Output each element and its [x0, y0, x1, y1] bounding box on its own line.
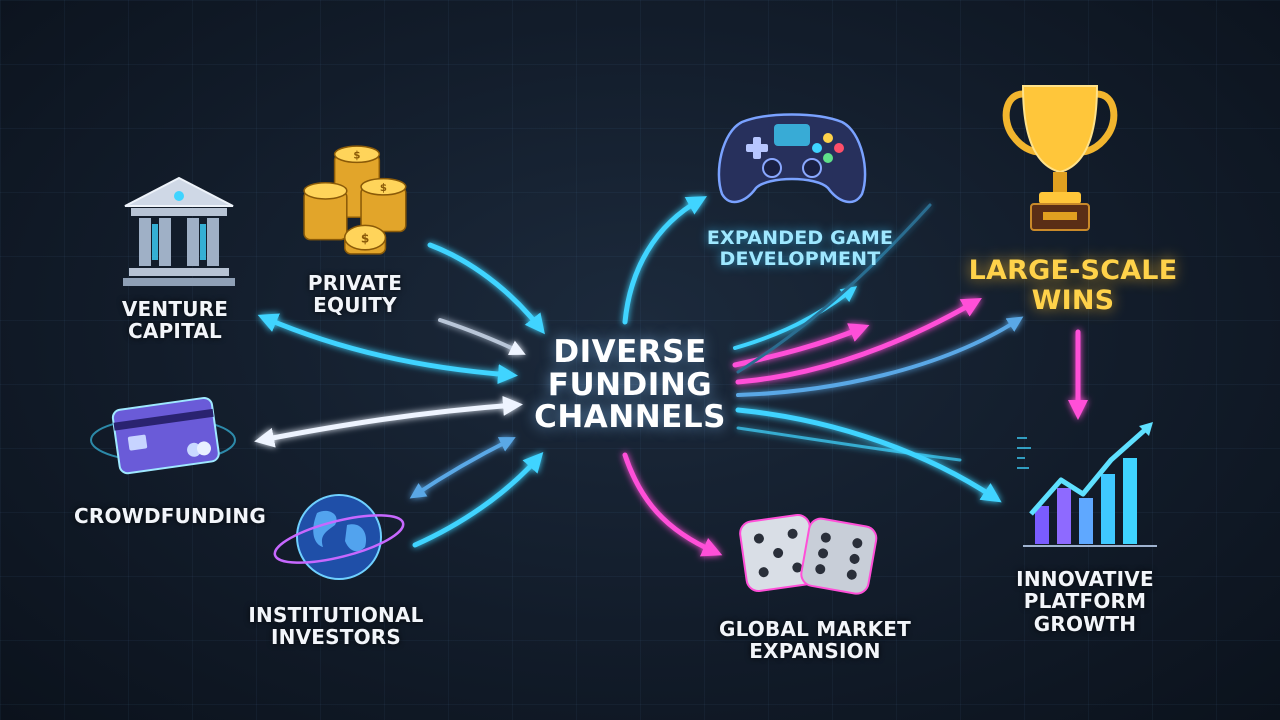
dice-icon — [733, 500, 883, 605]
game-controller-icon — [712, 102, 872, 214]
coin-stack-icon: $ $ $ — [298, 140, 420, 262]
arrow-private-equity-secondary — [438, 318, 526, 356]
bank-building-icon — [118, 172, 240, 290]
arrow-to-large-scale-wins — [735, 298, 982, 385]
svg-text:$: $ — [353, 150, 360, 161]
growth-chart-icon — [1010, 418, 1162, 552]
svg-text:$: $ — [361, 232, 369, 246]
arrow-to-global-market — [622, 452, 723, 557]
trophy-icon — [995, 80, 1125, 240]
crowdfunding-label: CROWDFUNDING — [74, 504, 266, 528]
svg-text:$: $ — [380, 183, 387, 194]
arrow-venture-capital-link — [257, 313, 518, 385]
arrow-to-platform-growth-b — [736, 426, 962, 462]
arrow-to-game-development-b — [733, 286, 858, 350]
arrow-faint-upper-right — [736, 203, 932, 374]
arrow-private-equity-to-center — [427, 242, 545, 335]
globe-icon — [268, 485, 410, 590]
arrow-institutional-link-b — [412, 452, 544, 548]
arrow-crowdfunding-link — [254, 395, 523, 448]
credit-card-icon — [88, 382, 238, 492]
arrow-to-large-scale-wins-b — [736, 316, 1024, 397]
arrow-to-game-development — [622, 196, 707, 325]
arrow-magenta-upper — [732, 323, 870, 368]
arrow-to-platform-growth — [735, 407, 1002, 503]
arrow-institutional-link-a — [409, 437, 516, 499]
